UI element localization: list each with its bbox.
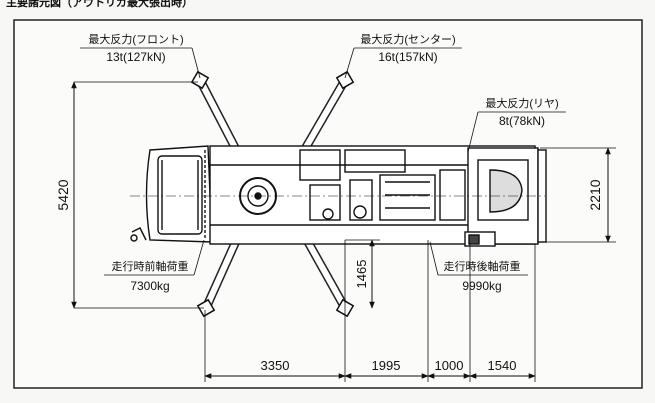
center-reaction-title: 最大反力(センター): [360, 32, 455, 46]
dim-outrigger-span: 5420: [55, 179, 71, 210]
center-reaction-value: 16t(157kN): [378, 50, 437, 64]
dim-seg-4: 1540: [488, 358, 517, 373]
dim-seg-2: 1995: [372, 358, 401, 373]
dim-seg-3: 1000: [435, 358, 464, 373]
dimension-lines: [71, 81, 611, 379]
rear-axle-load-value: 9990kg: [462, 279, 501, 293]
page-title: 主要諸元図（アウトリガ最大張出時）: [6, 0, 193, 9]
dim-seg-1: 3350: [261, 358, 290, 373]
truck-body: [130, 145, 547, 247]
rear-axle-load-title: 走行時後軸荷重: [444, 259, 521, 273]
rear-reaction-title: 最大反力(リヤ): [485, 96, 558, 110]
front-axle-load-value: 7300kg: [130, 279, 169, 293]
rear-reaction-value: 8t(78kN): [499, 114, 545, 128]
front-reaction-title: 最大反力(フロント): [88, 32, 183, 46]
extension-lines: [74, 81, 616, 382]
dim-rear-width: 2210: [587, 179, 603, 210]
dim-center-offset: 1465: [354, 260, 369, 289]
front-axle-load-title: 走行時前軸荷重: [112, 259, 189, 273]
callout-leaders: [80, 47, 566, 276]
front-reaction-value: 13t(127kN): [106, 50, 165, 64]
